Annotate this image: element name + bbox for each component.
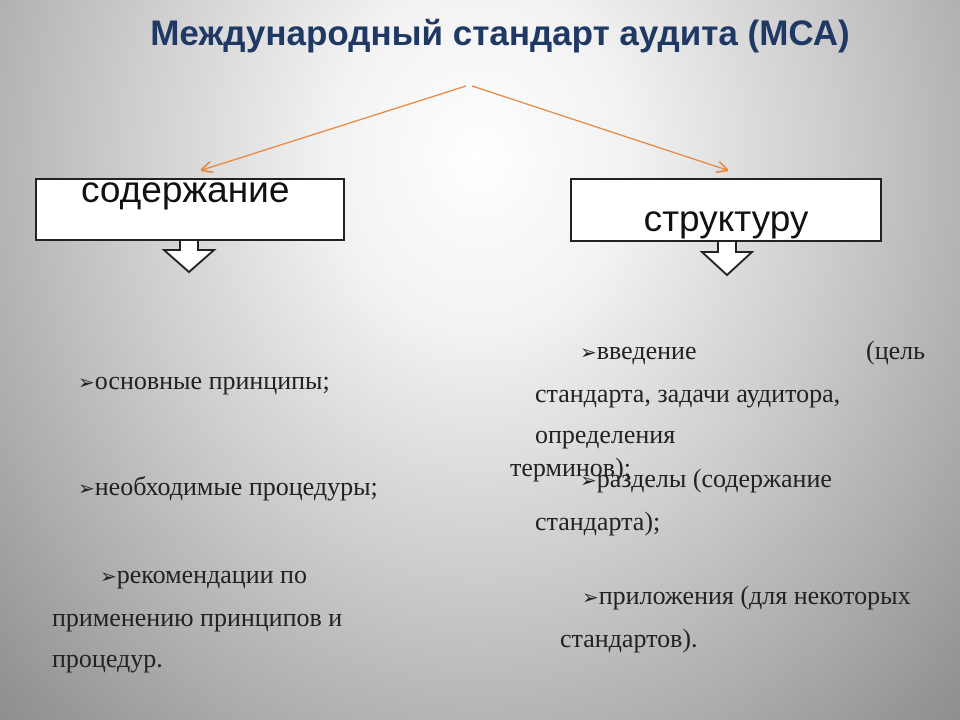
content-box: содержание — [35, 171, 345, 241]
bullet-arrow-icon: ➢ — [78, 370, 95, 394]
arrow-to-structure — [471, 85, 727, 170]
list-item-appendix: ➢приложения (для некоторых стандартов). — [560, 581, 911, 653]
list-item-procedures: ➢необходимые процедуры; — [78, 472, 378, 501]
list-item-introduction: ➢введение (цель стандарта, задачи аудито… — [535, 336, 925, 449]
list-item-terms: терминов); — [510, 453, 631, 482]
list-item-recommendations: ➢рекомендации по применению принципов и … — [52, 560, 343, 673]
bullet-arrow-icon: ➢ — [78, 476, 95, 500]
bullet-arrow-icon: ➢ — [582, 585, 599, 609]
bullet-arrow-icon: ➢ — [580, 468, 597, 492]
down-arrow-left-icon — [161, 241, 217, 274]
bullet-arrow-icon: ➢ — [100, 564, 117, 588]
arrow-to-content — [202, 85, 467, 170]
bullet-arrow-icon: ➢ — [580, 340, 597, 364]
structure-box: структуру — [570, 178, 882, 242]
content-box-label: содержание — [81, 169, 290, 210]
list-item-principles: ➢основные принципы; — [78, 366, 330, 395]
list-item-sections: ➢разделы (содержание стандарта); — [535, 464, 832, 536]
down-arrow-right-icon — [699, 242, 755, 277]
slide-title: Международный стандарт аудита (МСА) — [150, 14, 850, 53]
structure-box-label: структуру — [643, 198, 809, 239]
